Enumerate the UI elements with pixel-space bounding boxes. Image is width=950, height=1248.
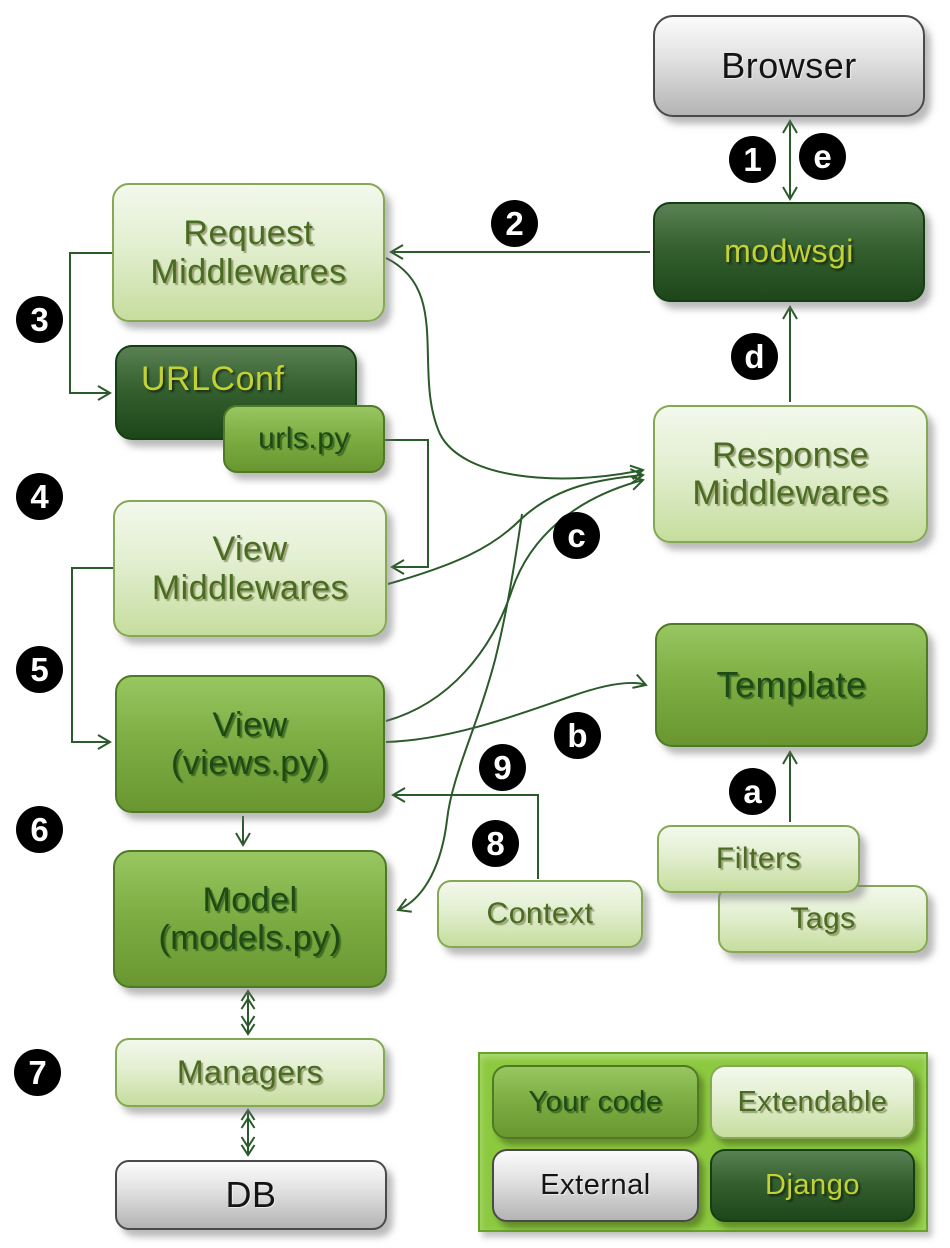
legend-label: External (540, 1169, 651, 1202)
node-label: Request Middlewares (150, 214, 347, 291)
step-badge-e: e (799, 133, 846, 180)
step-badge-c: c (553, 512, 600, 559)
node-label: View Middlewares (151, 530, 349, 607)
node-response-middlewares: Response Middlewares (653, 405, 928, 543)
step-badge-d: d (731, 333, 778, 380)
node-label: urls.py (258, 422, 350, 456)
curve-view-to-template (385, 673, 648, 743)
node-label: DB (225, 1173, 277, 1215)
node-label: Filters (715, 842, 802, 876)
step-badge-2: 2 (491, 200, 538, 247)
node-browser: Browser (653, 15, 925, 117)
step-badge-6: 6 (16, 806, 63, 853)
legend-label: Your code (528, 1085, 663, 1118)
legend-django: Django (710, 1149, 915, 1222)
legend-label: Django (765, 1169, 860, 1202)
node-modwsgi: modwsgi (653, 202, 925, 302)
node-context: Context (437, 880, 643, 948)
node-label: Managers (176, 1053, 324, 1090)
step-badge-8: 8 (472, 820, 519, 867)
step-badge-4: 4 (16, 473, 63, 520)
node-label: modwsgi (724, 233, 854, 270)
curve-request-middlewares-to-response-middlewares (385, 257, 645, 481)
legend-external: External (492, 1149, 699, 1222)
node-label: URLConf (141, 360, 285, 398)
legend-label: Extendable (737, 1085, 888, 1118)
curve-view-to-response-middlewares (385, 475, 645, 722)
arrow-view-middlewares-to-view (71, 567, 113, 750)
node-label: Model (models.py) (158, 880, 342, 957)
node-request-middlewares: Request Middlewares (112, 183, 385, 322)
node-view: View (views.py) (115, 675, 385, 813)
node-tags: Tags (718, 885, 928, 953)
node-label: Response Middlewares (692, 435, 889, 512)
step-badge-3: 3 (16, 296, 63, 343)
step-badge-1: 1 (729, 136, 776, 183)
step-badge-a: a (729, 768, 776, 815)
node-label: Context (486, 897, 594, 931)
step-badge-b: b (554, 712, 601, 759)
node-label: Template (716, 663, 867, 705)
curve-view-middlewares-to-response-middlewares (387, 468, 645, 585)
node-urls-py: urls.py (223, 405, 385, 473)
step-badge-5: 5 (16, 646, 63, 693)
step-badge-9: 9 (479, 744, 526, 791)
node-model: Model (models.py) (113, 850, 387, 988)
node-filters: Filters (657, 825, 860, 893)
legend-your-code: Your code (492, 1065, 699, 1139)
node-managers: Managers (115, 1038, 385, 1107)
arrow-request-middlewares-to-urlconf (69, 252, 112, 401)
arrow-urlspy-to-view-middlewares (385, 439, 429, 575)
legend-extendable: Extendable (710, 1065, 915, 1139)
node-label: Tags (790, 902, 856, 936)
node-db: DB (115, 1160, 387, 1230)
node-label: Browser (721, 44, 857, 86)
node-view-middlewares: View Middlewares (113, 500, 387, 637)
legend: Your code Extendable External Django (478, 1052, 928, 1232)
node-template: Template (655, 623, 928, 747)
step-badge-7: 7 (14, 1049, 61, 1096)
node-label: View (views.py) (170, 705, 330, 782)
